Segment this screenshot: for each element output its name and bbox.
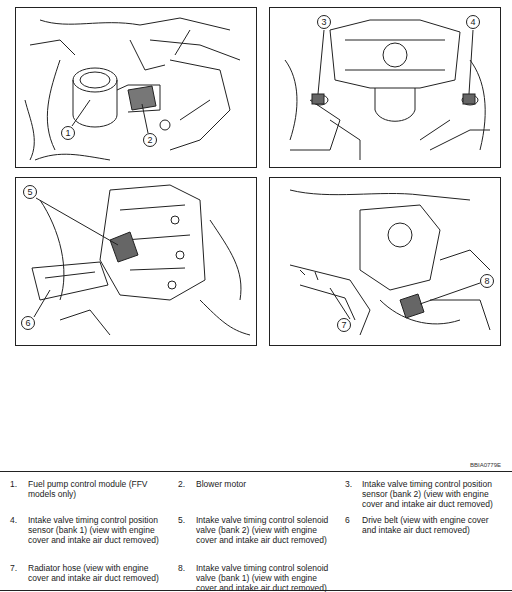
callout-text: 8 xyxy=(484,277,489,286)
leader-line xyxy=(142,104,148,133)
part-description: Intake valve timing control solenoid val… xyxy=(196,563,336,592)
panel-1-art xyxy=(25,18,240,160)
sensor-bank1 xyxy=(463,94,475,104)
leader-line xyxy=(34,290,50,317)
leader-line xyxy=(420,283,480,304)
leader-line xyxy=(469,30,473,94)
panel-4-art xyxy=(290,190,490,335)
callout-number: 7 xyxy=(337,318,351,332)
leader-line xyxy=(330,288,350,319)
leader-line xyxy=(36,198,118,245)
solenoid-bank2 xyxy=(110,232,138,262)
callout-number: 1 xyxy=(61,126,75,140)
callout-text: 2 xyxy=(147,136,152,145)
panel-frame xyxy=(16,178,257,346)
callout-number: 4 xyxy=(466,15,480,29)
legend-number: 5. xyxy=(178,515,194,525)
legend-number: 6 xyxy=(345,515,361,525)
callout-text: 1 xyxy=(65,129,70,138)
part-description: Intake valve timing control position sen… xyxy=(28,515,168,546)
part-description: Fuel pump control module (FFV models onl… xyxy=(28,479,168,499)
leader-line xyxy=(72,100,90,126)
callout-text: 4 xyxy=(470,18,475,27)
callout-number: 3 xyxy=(317,15,331,29)
panel-2-art xyxy=(285,20,490,160)
panel-frame xyxy=(270,8,501,168)
panel-frame xyxy=(16,8,257,168)
rule-line xyxy=(0,471,512,472)
callout-number: 2 xyxy=(143,133,157,147)
solenoid-bank1 xyxy=(400,294,424,318)
leader-lines xyxy=(34,30,480,319)
part-description: Drive belt (view with engine cover and i… xyxy=(362,515,502,535)
part-description: Intake valve timing control position sen… xyxy=(362,479,502,510)
sensor-bank2 xyxy=(312,94,324,104)
legend-number: 1. xyxy=(10,479,26,489)
panel-3-art xyxy=(32,185,250,335)
callout-text: 7 xyxy=(341,321,346,330)
callout-number: 5 xyxy=(23,185,37,199)
legend-number: 7. xyxy=(10,563,26,573)
leader-line xyxy=(318,30,324,94)
part-description: Radiator hose (view with engine cover an… xyxy=(28,563,168,583)
callout-text: 5 xyxy=(27,188,32,197)
callout-number: 6 xyxy=(21,316,35,330)
legend-number: 8. xyxy=(178,563,194,573)
part-description: Intake valve timing control solenoid val… xyxy=(196,515,336,546)
part-description: Blower motor xyxy=(196,479,336,489)
callout-text: 6 xyxy=(25,319,30,328)
callout-number: 8 xyxy=(480,274,494,288)
callout-text: 3 xyxy=(321,18,326,27)
legend-number: 3. xyxy=(345,479,361,489)
figure-code: BBIA0779E xyxy=(470,462,510,469)
legend-number: 2. xyxy=(178,479,194,489)
panel-frame xyxy=(270,178,501,346)
legend-number: 4. xyxy=(10,515,26,525)
